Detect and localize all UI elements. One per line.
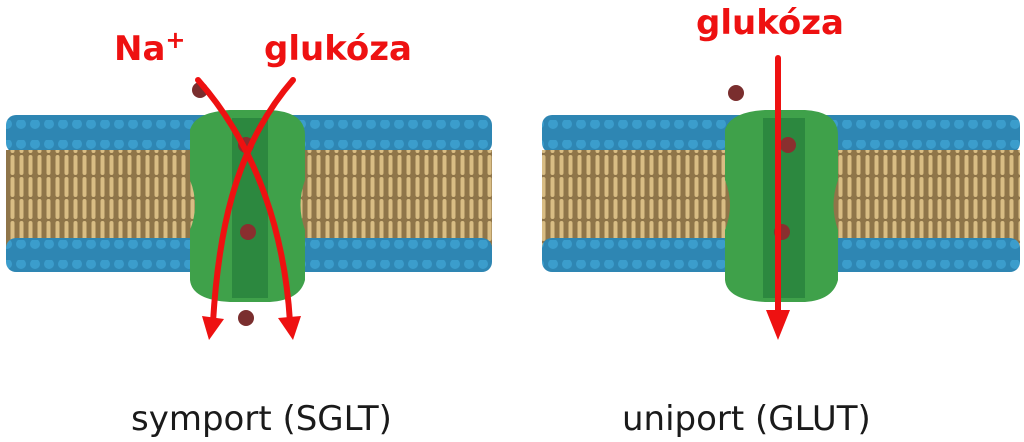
sodium-arrowhead (278, 316, 301, 340)
glucose-arrowhead-symport (202, 316, 224, 340)
glucose-molecule-channel-lower (240, 224, 256, 240)
glut-transporter-protein (725, 110, 838, 302)
symport-panel: Na+ glukóza symport (SGLT) (6, 26, 492, 439)
glucose-arrowhead-uniport (766, 310, 790, 340)
glucose-molecule-channel-upper (780, 137, 796, 153)
sodium-label: Na+ (114, 26, 186, 69)
symport-caption: symport (SGLT) (131, 399, 392, 439)
sodium-ion-inside (238, 310, 254, 326)
uniport-caption: uniport (GLUT) (622, 399, 871, 439)
uniport-panel: glukóza uniport (GLUT) (542, 3, 1020, 439)
glucose-label-symport: glukóza (264, 29, 412, 69)
sodium-charge-superscript: + (165, 26, 185, 54)
glucose-label-uniport: glukóza (696, 3, 844, 43)
glucose-molecule-outside (728, 85, 744, 101)
